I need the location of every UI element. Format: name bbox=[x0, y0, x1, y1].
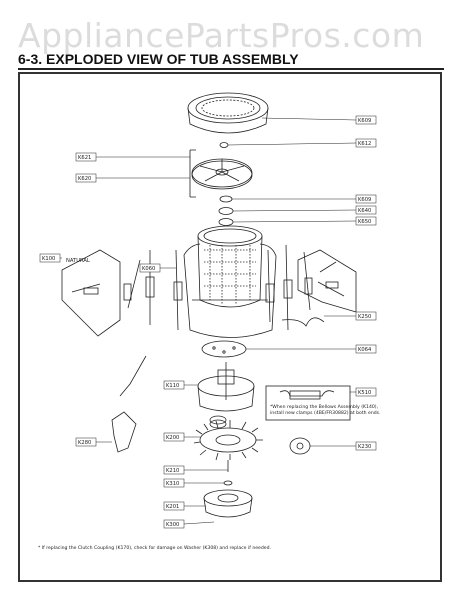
label-k310: K310 bbox=[166, 481, 179, 487]
bellows-note-line-1: *When replacing the Bellows Assembly (K1… bbox=[270, 404, 379, 410]
washer-1 bbox=[219, 195, 233, 203]
label-k612: K612 bbox=[358, 141, 371, 147]
washer-3 bbox=[218, 218, 234, 226]
page-title: 6-3. EXPLODED VIEW OF TUB ASSEMBLY bbox=[18, 51, 299, 67]
label-k609: K609 bbox=[358, 118, 371, 124]
footer-note: * If replacing the Clutch Coupling (K170… bbox=[38, 545, 271, 551]
small-gear bbox=[209, 415, 227, 429]
bellows-note-line-2: install new clamps (4BE/FR30882) at both… bbox=[270, 410, 381, 416]
label-k620: K620 bbox=[78, 176, 91, 182]
label-k300: K300 bbox=[166, 522, 179, 528]
lock-nut bbox=[223, 480, 233, 486]
label-k060: K060 bbox=[142, 266, 155, 272]
bellows-assembly bbox=[265, 385, 351, 421]
outer-tub bbox=[183, 243, 277, 338]
cap-nut bbox=[219, 142, 229, 148]
label-k609-b: K609 bbox=[358, 197, 371, 203]
label-k640: K640 bbox=[358, 208, 371, 214]
washer-2 bbox=[218, 207, 234, 215]
label-k510: K510 bbox=[358, 390, 371, 396]
label-k064: K064 bbox=[358, 347, 372, 353]
label-k201: K201 bbox=[166, 504, 179, 510]
label-k280: K280 bbox=[78, 440, 91, 446]
label-k200: K200 bbox=[166, 435, 179, 441]
wire-harness bbox=[281, 317, 325, 327]
diagram-frame bbox=[18, 72, 442, 582]
label-k621: K621 bbox=[78, 155, 91, 161]
pulsator bbox=[191, 158, 253, 190]
label-k110: K110 bbox=[166, 383, 179, 389]
drain-pump bbox=[289, 437, 311, 455]
natural-inset bbox=[61, 249, 121, 337]
label-k230: K230 bbox=[358, 444, 371, 450]
suspension-rods-right bbox=[265, 244, 337, 331]
clutch-housing bbox=[197, 362, 255, 412]
balancer-ring bbox=[187, 92, 269, 134]
stator-bowl bbox=[203, 489, 253, 518]
label-natural: NATURAL bbox=[66, 258, 90, 264]
label-k210: K210 bbox=[166, 468, 179, 474]
rotor bbox=[193, 420, 263, 461]
label-k100: K100 bbox=[42, 256, 55, 262]
label-k250: K250 bbox=[358, 314, 371, 320]
suspension-rods-left bbox=[123, 249, 183, 331]
title-underline bbox=[18, 68, 444, 70]
label-k650: K650 bbox=[358, 219, 371, 225]
pulsator-bracket bbox=[189, 149, 196, 198]
watermark-text: AppliancePartsPros.com bbox=[18, 16, 425, 55]
brake-bracket bbox=[111, 355, 147, 453]
hub-disc bbox=[201, 340, 247, 358]
spin-basket bbox=[197, 225, 263, 308]
